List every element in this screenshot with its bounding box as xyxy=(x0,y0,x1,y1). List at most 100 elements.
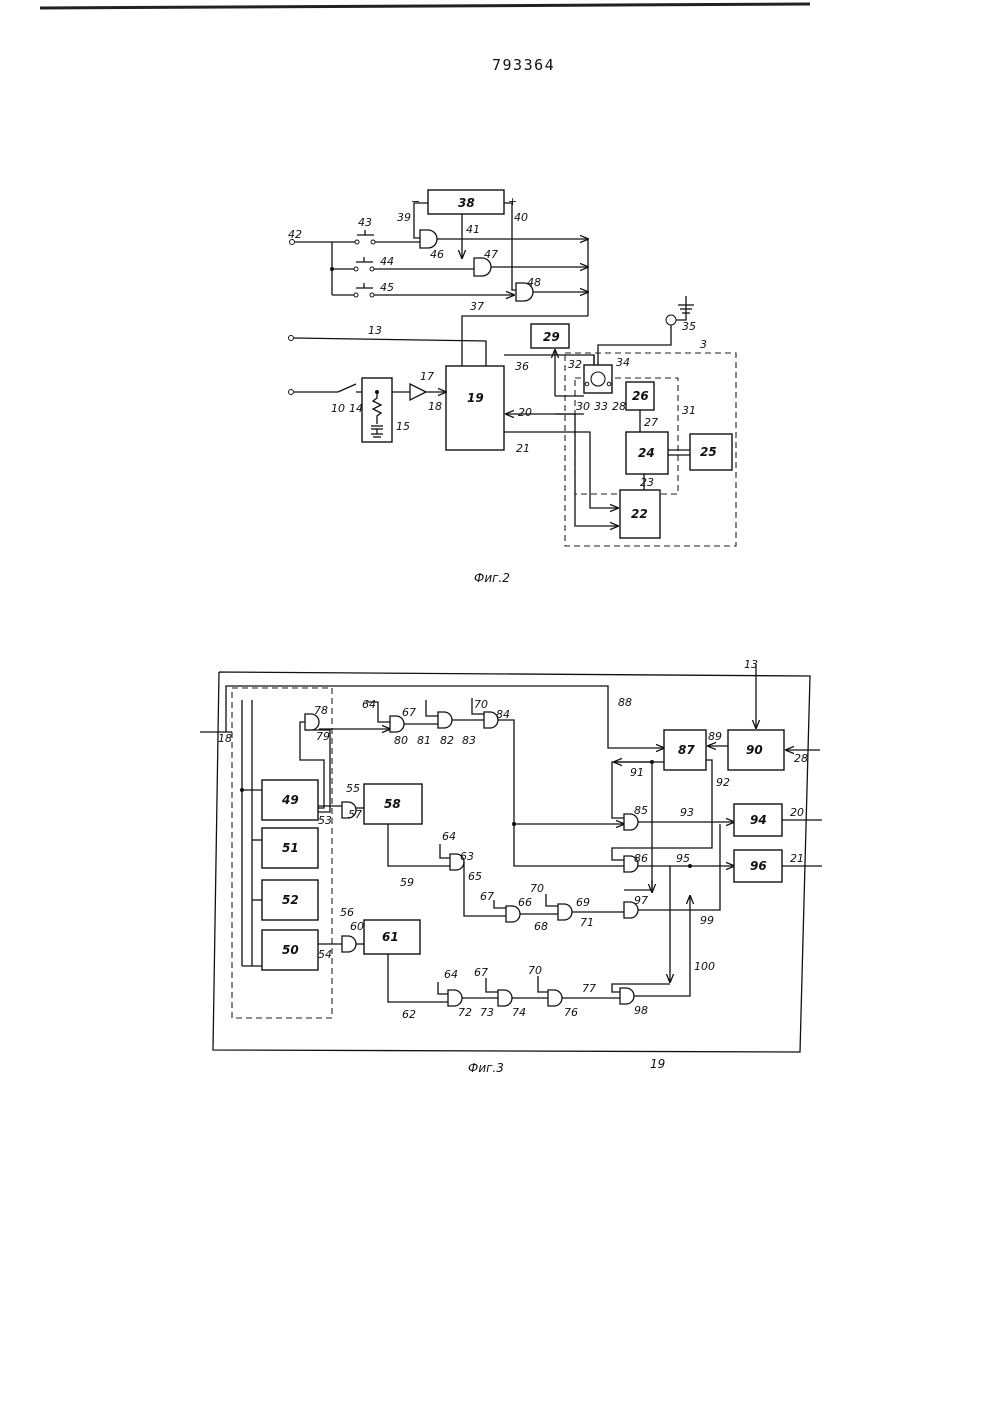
label-66: 66 xyxy=(518,896,532,909)
f3-label-13: 13 xyxy=(744,658,758,671)
label-67c: 67 xyxy=(474,966,488,979)
label-92: 92 xyxy=(716,776,730,789)
f3-label-20: 20 xyxy=(790,806,804,819)
label-78: 78 xyxy=(314,704,328,717)
block-22-label: 22 xyxy=(631,507,648,521)
label-30: 30 xyxy=(576,400,590,413)
label-31: 31 xyxy=(682,404,696,417)
label-64b: 64 xyxy=(442,830,456,843)
label-36: 36 xyxy=(515,360,529,373)
label-45: 45 xyxy=(380,281,394,294)
label-20: 20 xyxy=(518,406,532,419)
terminal-13 xyxy=(289,336,294,341)
label-81: 81 xyxy=(417,734,431,747)
gate-60 xyxy=(342,936,356,952)
block-38-label: 38 xyxy=(458,196,475,210)
label-80: 80 xyxy=(394,734,408,747)
label-85: 85 xyxy=(634,804,648,817)
label-67a: 67 xyxy=(402,706,416,719)
block-51-label: 51 xyxy=(282,841,299,855)
label-3: 3 xyxy=(700,338,707,351)
block-26-label: 26 xyxy=(632,389,649,403)
block-19-label: 19 xyxy=(467,391,484,405)
gate-98 xyxy=(620,988,634,1004)
label-91: 91 xyxy=(630,766,644,779)
block-19 xyxy=(446,366,504,450)
label-70a: 70 xyxy=(474,698,488,711)
wire-62 xyxy=(388,954,448,1002)
label-28: 28 xyxy=(612,400,626,413)
switch-43 xyxy=(355,240,359,244)
gate-82 xyxy=(438,712,452,728)
label-39: 39 xyxy=(397,211,411,224)
label-70b: 70 xyxy=(530,882,544,895)
figure-3: 19 18 88 49 51 52 50 xyxy=(200,658,822,1075)
block-24-label: 24 xyxy=(638,446,655,460)
label-55: 55 xyxy=(346,782,360,795)
label-14: 14 xyxy=(349,402,363,415)
wire-84-out xyxy=(498,720,624,866)
label-86: 86 xyxy=(634,852,648,865)
gate-46-label: 46 xyxy=(430,248,444,261)
label-63: 63 xyxy=(460,850,474,863)
label-18: 18 xyxy=(428,400,442,413)
switch-44 xyxy=(354,267,358,271)
f3-label-18: 18 xyxy=(218,732,232,745)
label-73: 73 xyxy=(480,1006,494,1019)
switch-45 xyxy=(354,293,358,297)
block-61-label: 61 xyxy=(382,930,399,944)
label-13: 13 xyxy=(368,324,382,337)
label-32: 32 xyxy=(568,358,582,371)
figure-2: 38 − + 39 40 41 42 43 xyxy=(288,190,736,585)
f3-label-21: 21 xyxy=(790,852,804,865)
label-64c: 64 xyxy=(444,968,458,981)
terminal-10 xyxy=(289,390,294,395)
label-84: 84 xyxy=(496,708,510,721)
gate-72 xyxy=(448,990,462,1006)
label-60: 60 xyxy=(350,920,364,933)
label-17: 17 xyxy=(420,370,434,383)
label-37: 37 xyxy=(470,300,484,313)
label-59: 59 xyxy=(400,876,414,889)
label-44: 44 xyxy=(380,255,394,268)
label-100: 100 xyxy=(694,960,715,973)
figure-2-caption: Фиг.2 xyxy=(474,571,510,585)
label-57: 57 xyxy=(348,808,362,821)
label-88: 88 xyxy=(618,696,632,709)
minus-terminal: − xyxy=(411,195,420,208)
label-77: 77 xyxy=(582,982,596,995)
label-82: 82 xyxy=(440,734,454,747)
block-58-label: 58 xyxy=(384,797,401,811)
figure-3-caption: Фиг.3 xyxy=(468,1061,504,1075)
terminal-35 xyxy=(666,315,676,325)
block-90-label: 90 xyxy=(746,743,763,757)
gate-69 xyxy=(558,904,572,920)
label-65: 65 xyxy=(468,870,482,883)
switch-14 xyxy=(338,384,356,392)
gate-74 xyxy=(498,990,512,1006)
label-62: 62 xyxy=(402,1008,416,1021)
label-64a: 64 xyxy=(362,698,376,711)
label-97: 97 xyxy=(634,894,648,907)
block-25-label: 25 xyxy=(700,445,717,459)
label-35: 35 xyxy=(682,320,696,333)
label-27: 27 xyxy=(644,416,658,429)
label-43: 43 xyxy=(358,216,372,229)
label-98: 98 xyxy=(634,1004,648,1017)
block-94-label: 94 xyxy=(750,813,767,827)
label-34: 34 xyxy=(616,356,630,369)
block-49-label: 49 xyxy=(281,793,299,807)
gate-76 xyxy=(548,990,562,1006)
wire-13 xyxy=(294,338,486,366)
label-67b: 67 xyxy=(480,890,494,903)
label-33: 33 xyxy=(594,400,608,413)
label-68: 68 xyxy=(534,920,548,933)
frame-19-label: 19 xyxy=(650,1057,665,1071)
label-93: 93 xyxy=(680,806,694,819)
label-69: 69 xyxy=(576,896,590,909)
f3-label-28: 28 xyxy=(794,752,808,765)
label-21: 21 xyxy=(516,442,530,455)
amplifier-17 xyxy=(410,384,426,400)
label-56: 56 xyxy=(340,906,354,919)
